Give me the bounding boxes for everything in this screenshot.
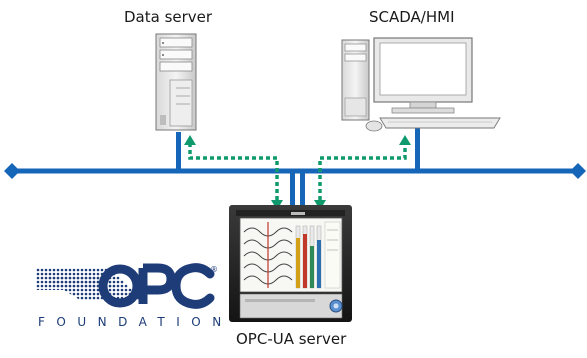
logo-letter-p [138,263,176,304]
opc-foundation-text: FOUNDATION [38,315,233,329]
opc-ua-server-label: OPC-UA server [236,330,347,348]
flow-to-scada [318,143,407,200]
bus-end-left-diamond [4,163,20,179]
opcua-drop-2 [300,171,305,206]
scada-hmi-icon [341,37,501,132]
opc-ua-server-icon [229,205,352,322]
data-flow-arrows [188,143,407,200]
logo-letter-o [98,264,142,308]
bus-end-right-diamond [570,163,586,179]
arrowhead-data-server [184,135,196,145]
logo-letter-c [171,263,215,309]
logo-registered-mark: ® [210,265,218,274]
network-bus [4,120,586,206]
data-server-icon [155,33,197,131]
flow-to-data-server [188,143,279,200]
scada-hmi-label: SCADA/HMI [369,8,455,26]
data-server-drop [176,132,181,172]
opc-foundation-logo: ® [36,263,218,309]
scada-drop [415,120,420,172]
arrowhead-scada [399,135,411,145]
opcua-drop-1 [290,171,295,206]
data-server-label: Data server [124,8,213,26]
